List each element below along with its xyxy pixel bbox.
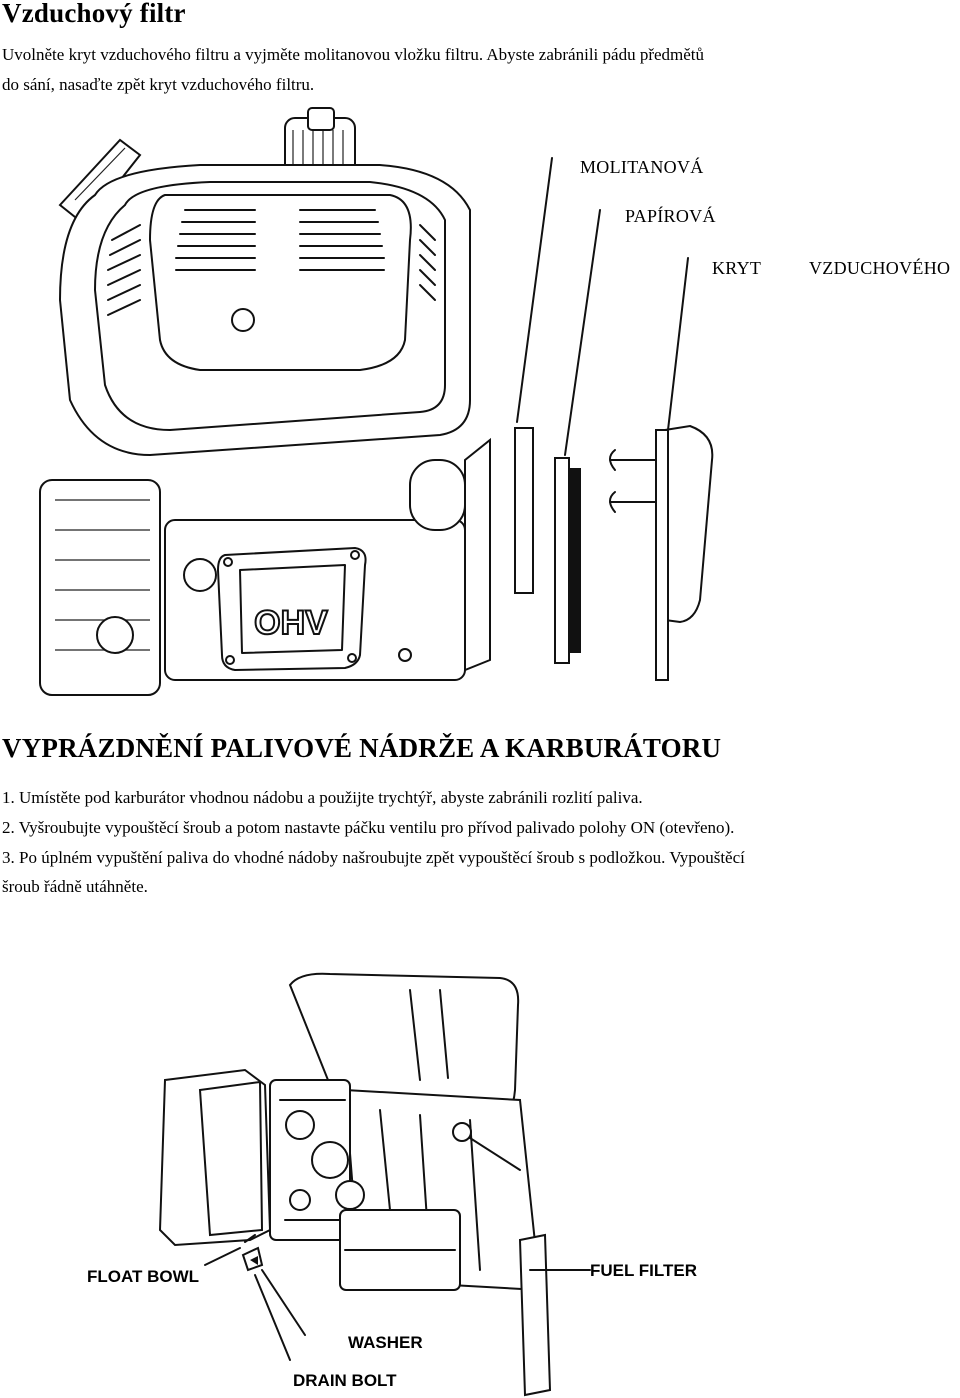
label-cover-air: VZDUCHOVÉHO bbox=[809, 258, 951, 278]
drain-step-3-line-1: 3. Po úplném vypuštění paliva do vhodné … bbox=[2, 848, 745, 867]
engine-air-filter-illustration: OHV bbox=[39, 107, 714, 696]
air-filter-text-line-2: do sání, nasaďte zpět kryt vzduchového f… bbox=[2, 75, 315, 94]
foam-element-drawing bbox=[514, 157, 553, 594]
drain-step-2: 2. Vyšroubujte vypouštěcí šroub a potom … bbox=[2, 818, 735, 837]
air-filter-text-line-1: Uvolněte kryt vzduchového filtru a vyjmě… bbox=[2, 45, 705, 64]
ohv-badge: OHV bbox=[254, 604, 328, 642]
label-foam: MOLITANOVÁ bbox=[580, 157, 704, 177]
air-filter-title: Vzduchový filtr bbox=[2, 0, 186, 28]
label-drain-bolt: DRAIN BOLT bbox=[293, 1371, 397, 1390]
ohv-valve-cover-drawing bbox=[216, 546, 367, 672]
filter-cover-drawing bbox=[609, 257, 714, 681]
paper-element-drawing bbox=[554, 209, 601, 664]
vent-slots-drawing bbox=[107, 209, 436, 316]
drain-step-1: 1. Umístěte pod karburátor vhodnou nádob… bbox=[2, 788, 643, 807]
carburetor-drain-illustration bbox=[158, 972, 591, 1397]
fuel-cap-drawing bbox=[284, 107, 356, 177]
label-washer: WASHER bbox=[348, 1333, 423, 1352]
label-cover: KRYT bbox=[712, 258, 762, 278]
drain-section-title: VYPRÁZDNĚNÍ PALIVOVÉ NÁDRŽE A KARBURÁTOR… bbox=[2, 733, 722, 763]
carb-body-drawing bbox=[269, 1079, 365, 1241]
drain-bolt-drawing bbox=[241, 1234, 264, 1272]
label-float-bowl: FLOAT BOWL bbox=[87, 1267, 200, 1286]
drain-step-3-line-2: šroub řádně utáhněte. bbox=[2, 877, 148, 896]
label-fuel-filter: FUEL FILTER bbox=[590, 1261, 698, 1280]
label-paper: PAPÍROVÁ bbox=[625, 206, 716, 226]
